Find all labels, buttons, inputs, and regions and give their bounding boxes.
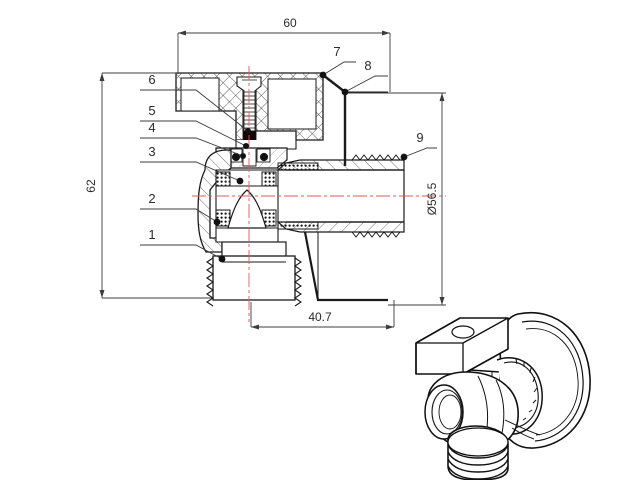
- dimension-lines: [99, 30, 446, 330]
- balloon-label-2: 2: [148, 191, 155, 206]
- callout-dot-2: [213, 218, 221, 226]
- isometric-view-geometry: [415, 311, 591, 480]
- callout-dot-6: [245, 128, 251, 134]
- balloon-label-7: 7: [333, 44, 340, 59]
- balloon-label-9: 9: [416, 130, 423, 145]
- callout-dot-7: [319, 71, 327, 79]
- balloon-anchor-dots: [213, 71, 408, 263]
- balloon-label-4: 4: [148, 120, 155, 135]
- callout-dot-4: [240, 153, 246, 159]
- callout-dot-5: [243, 143, 249, 149]
- balloon-label-8: 8: [364, 58, 371, 73]
- balloon-label-5: 5: [148, 103, 155, 118]
- dimension-label-diameter-56-5: Ø56.5: [425, 182, 439, 215]
- dimension-label-40-7: 40.7: [308, 310, 332, 324]
- balloon-label-6: 6: [148, 72, 155, 87]
- callout-dot-3: [236, 177, 244, 185]
- balloon-label-1: 1: [148, 227, 155, 242]
- callout-dot-9: [400, 153, 408, 161]
- callout-dot-1: [218, 255, 226, 263]
- dimension-label-60: 60: [283, 16, 297, 30]
- callout-dot-8: [341, 88, 349, 96]
- centerlines: [192, 66, 446, 322]
- balloon-label-3: 3: [148, 144, 155, 159]
- dimension-label-62: 62: [84, 179, 98, 193]
- balloon-leaders: [140, 61, 437, 260]
